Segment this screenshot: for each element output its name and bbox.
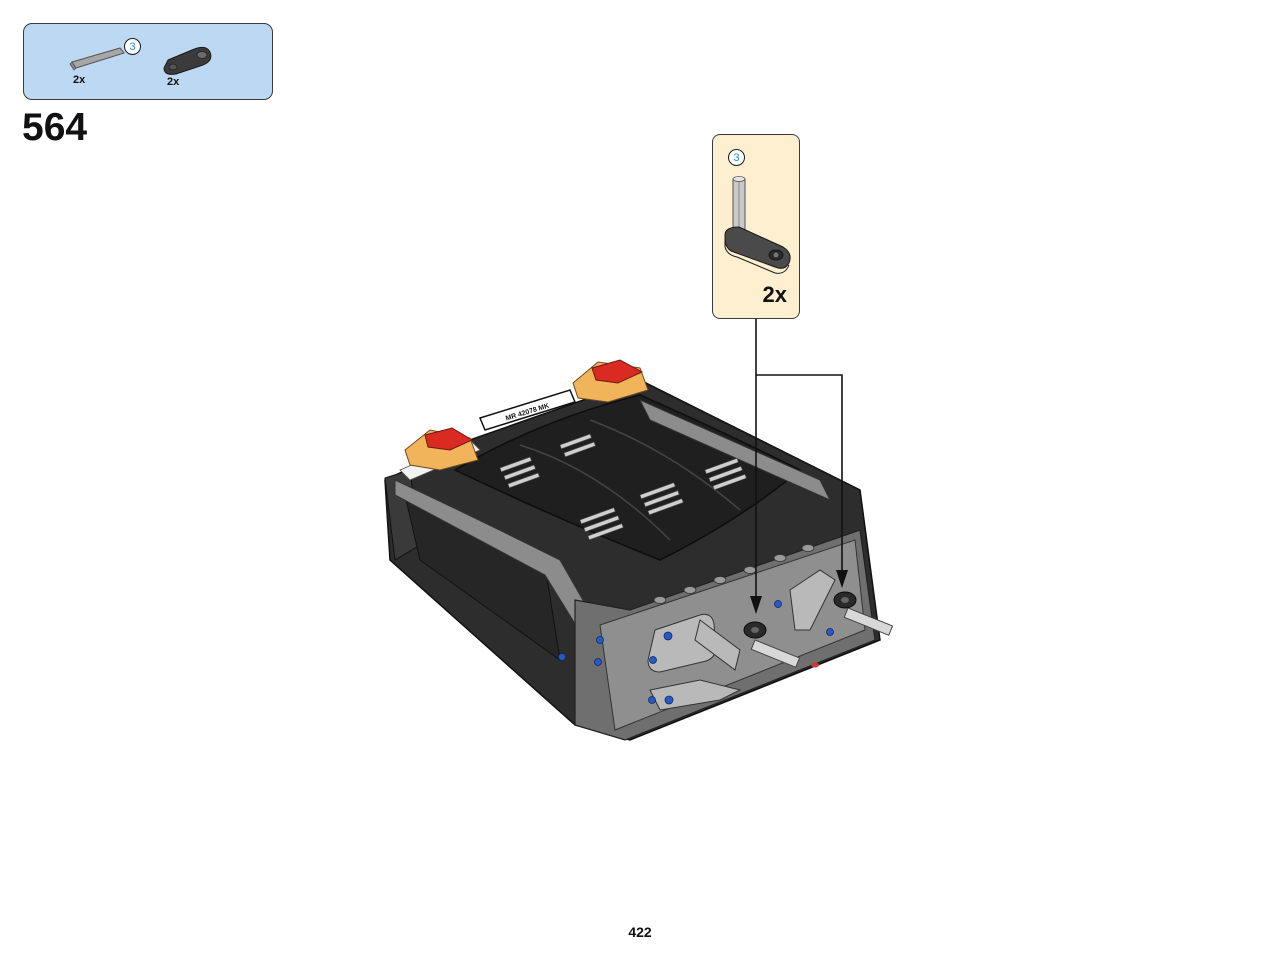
arrow-head-right [836,570,848,588]
license-plate-text: MR 42078 MK [505,403,550,423]
page-number: 422 [628,924,652,940]
callout-badge: 3 [728,149,745,166]
installed-axle-right [833,591,894,636]
installed-axle-left [743,621,801,668]
step-number: 564 [22,106,88,149]
gray-axle-icon [69,47,125,71]
parts-list-graphics [69,46,212,75]
subassembly-callout: 3 2x [712,134,800,319]
license-plate: MR 42078 MK [478,389,577,431]
parts-list-badge: 3 [124,38,141,55]
orange-light-left [404,427,479,471]
callout-arrows [755,319,843,598]
orange-light-right [572,359,649,403]
parts-list-qty-axle: 2x [73,74,86,86]
parts-list-box: 3 2x 2x [23,23,273,100]
callout-quantity: 2x [762,282,787,307]
model-body: MR 42078 MK [384,359,894,741]
axle-connector-icon [163,46,212,75]
callout-subassembly-icon [724,176,791,274]
parts-list-qty-connector: 2x [167,76,180,88]
arrow-head-left [750,596,762,614]
